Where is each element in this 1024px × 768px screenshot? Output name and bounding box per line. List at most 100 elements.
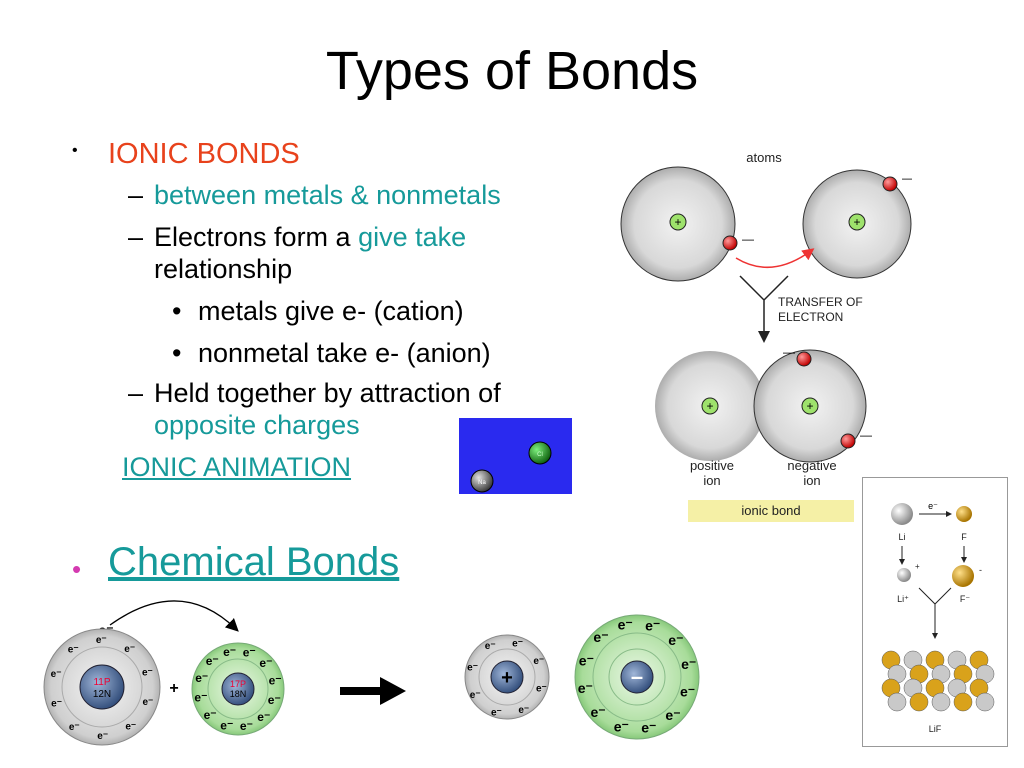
- sub-bullet-held-together: Held together by attraction of: [154, 378, 501, 408]
- electron-icon: e⁻: [51, 699, 62, 710]
- nucleus-icon: [669, 213, 687, 231]
- electron-icon: e⁻: [51, 669, 62, 680]
- li-label: Li: [898, 532, 905, 542]
- electron-icon: e⁻: [142, 668, 153, 679]
- f-ion-icon: [952, 565, 974, 587]
- electron-icon: e⁻: [124, 644, 135, 655]
- electron-icon: [882, 176, 898, 192]
- transfer-arrow-icon: [735, 248, 815, 269]
- merge-arrow-icon: [918, 587, 952, 638]
- lattice-ion-icon: [909, 692, 929, 712]
- electron-label: ELECTRON: [778, 310, 843, 324]
- ionic-bond-label: ionic bond: [741, 503, 800, 518]
- electron-icon: e⁻: [268, 693, 281, 707]
- electron-icon: e⁻: [142, 697, 153, 708]
- atoms-label: atoms: [746, 150, 782, 165]
- lif-crystal-icon: [881, 650, 995, 712]
- chemical-bonds-link[interactable]: Chemical Bonds: [108, 540, 400, 584]
- f-ion-charge: -: [979, 565, 982, 575]
- electron-icon: e⁻: [125, 721, 136, 732]
- cl-nucleus: [221, 672, 255, 706]
- negative-label: negative: [787, 458, 836, 473]
- nucleus-icon: [848, 213, 866, 231]
- electron-icon: e⁻: [240, 719, 253, 733]
- give-take-prefix: Electrons form a: [154, 222, 359, 252]
- dash: –: [128, 222, 144, 252]
- cation-nucleus: [490, 660, 524, 694]
- ion-label: ion: [803, 473, 820, 488]
- relationship-text: relationship: [154, 254, 293, 284]
- electron-icon: e⁻: [614, 719, 629, 735]
- ionic-animation-link[interactable]: IONIC ANIMATION: [122, 452, 352, 482]
- lattice-ion-icon: [975, 692, 995, 712]
- cl-protons: 17P: [230, 679, 246, 689]
- cl-neutrons: 18N: [230, 689, 247, 699]
- ion-label: ion: [703, 473, 720, 488]
- cation-item: metals give e- (cation): [198, 296, 464, 326]
- na-protons: 11P: [93, 677, 110, 688]
- electron-icon: e⁻: [591, 704, 606, 720]
- na-neutrons: 12N: [93, 689, 111, 700]
- electron-icon: e⁻: [618, 616, 633, 632]
- electron-icon: e⁻: [206, 654, 219, 668]
- lattice-ion-icon: [931, 692, 951, 712]
- cl-label: Cl: [537, 452, 543, 458]
- electron-transfer-arrow-icon: [109, 600, 239, 632]
- electron-icon: e⁻: [485, 641, 496, 652]
- electron-icon: e⁻: [668, 632, 683, 648]
- nucleus-icon: [801, 397, 819, 415]
- shell-ring: [592, 632, 682, 722]
- bullet-dot: •: [172, 296, 182, 326]
- lif-label: LiF: [929, 724, 942, 734]
- electron-icon: e⁻: [269, 674, 282, 688]
- na-label: Na: [478, 480, 486, 486]
- lif-diagram: e⁻ Li F + - Li⁺ F⁻ LiF: [862, 477, 1008, 747]
- electron-icon: e⁻: [681, 656, 696, 672]
- electron-icon: [796, 351, 812, 367]
- sub-bullet-metals-nonmetals: between metals & nonmetals: [154, 180, 501, 210]
- electron-icon: e⁻: [536, 684, 547, 695]
- electron-icon: e⁻: [645, 617, 660, 633]
- li-ion-icon: [897, 568, 911, 582]
- electron-icon: e⁻: [259, 656, 272, 670]
- electron-icon: e⁻: [491, 707, 502, 718]
- ionic-animation-thumbnail[interactable]: Cl Na: [459, 418, 572, 494]
- plus-sign: +: [706, 399, 713, 413]
- lattice-ion-icon: [887, 692, 907, 712]
- na-nucleus: [79, 664, 125, 710]
- li-atom-icon: [891, 503, 913, 525]
- electron-icon: e⁻: [470, 690, 481, 701]
- electron-icon: e⁻: [204, 708, 217, 722]
- slide-title: Types of Bonds: [325, 41, 699, 101]
- electron-icon: e⁻: [220, 718, 233, 732]
- na-atom: [470, 469, 494, 493]
- plus-sign: +: [674, 215, 681, 229]
- electron-minus: —: [902, 171, 912, 185]
- nacl-svg: e⁻ 11P 12N + 17P 18N + – e⁻e⁻e⁻e⁻e⁻e⁻e⁻e…: [43, 600, 700, 746]
- shell-ring: [478, 648, 536, 706]
- nacl-diagram: e⁻ 11P 12N + 17P 18N + – e⁻e⁻e⁻e⁻e⁻e⁻e⁻e…: [40, 585, 720, 755]
- give-take-highlight: give take: [358, 222, 467, 252]
- electron-label: e⁻: [928, 501, 938, 511]
- opposite-charges-text: opposite charges: [154, 410, 360, 440]
- ionic-transfer-svg: atoms + — + — TRANSFER OF ELECTRON + + —…: [620, 150, 914, 522]
- electron-icon: e⁻: [665, 707, 680, 723]
- cl-atom: [528, 441, 552, 465]
- electron-icon: e⁻: [68, 645, 79, 656]
- f-label: F: [961, 532, 967, 542]
- dash: –: [128, 378, 144, 408]
- electron-group: e⁻ e⁻ e⁻ e⁻ e⁻ e⁻ e⁻ e⁻ e⁻ e⁻ e⁻ e⁻ e⁻ e⁻ e⁻ e⁻ e⁻ e⁻ e⁻ e⁻…: [51, 616, 697, 742]
- anion-item: nonmetal take e- (anion): [198, 338, 491, 368]
- electron-icon: e⁻: [195, 671, 208, 685]
- ionic-transfer-diagram: atoms + — + — TRANSFER OF ELECTRON + + —…: [612, 140, 914, 530]
- electron-icon: e⁻: [96, 635, 107, 646]
- shell-ring: [61, 646, 143, 728]
- lattice-ion-icon: [953, 692, 973, 712]
- animation-preview: Cl Na: [470, 441, 552, 493]
- f-ion-label: F⁻: [960, 594, 970, 604]
- bullet-dot: •: [72, 142, 78, 159]
- bullet-dot: •: [172, 338, 182, 368]
- anion-nucleus: [620, 660, 654, 694]
- anion-sign: –: [631, 664, 643, 689]
- li-ion-label: Li⁺: [897, 594, 909, 604]
